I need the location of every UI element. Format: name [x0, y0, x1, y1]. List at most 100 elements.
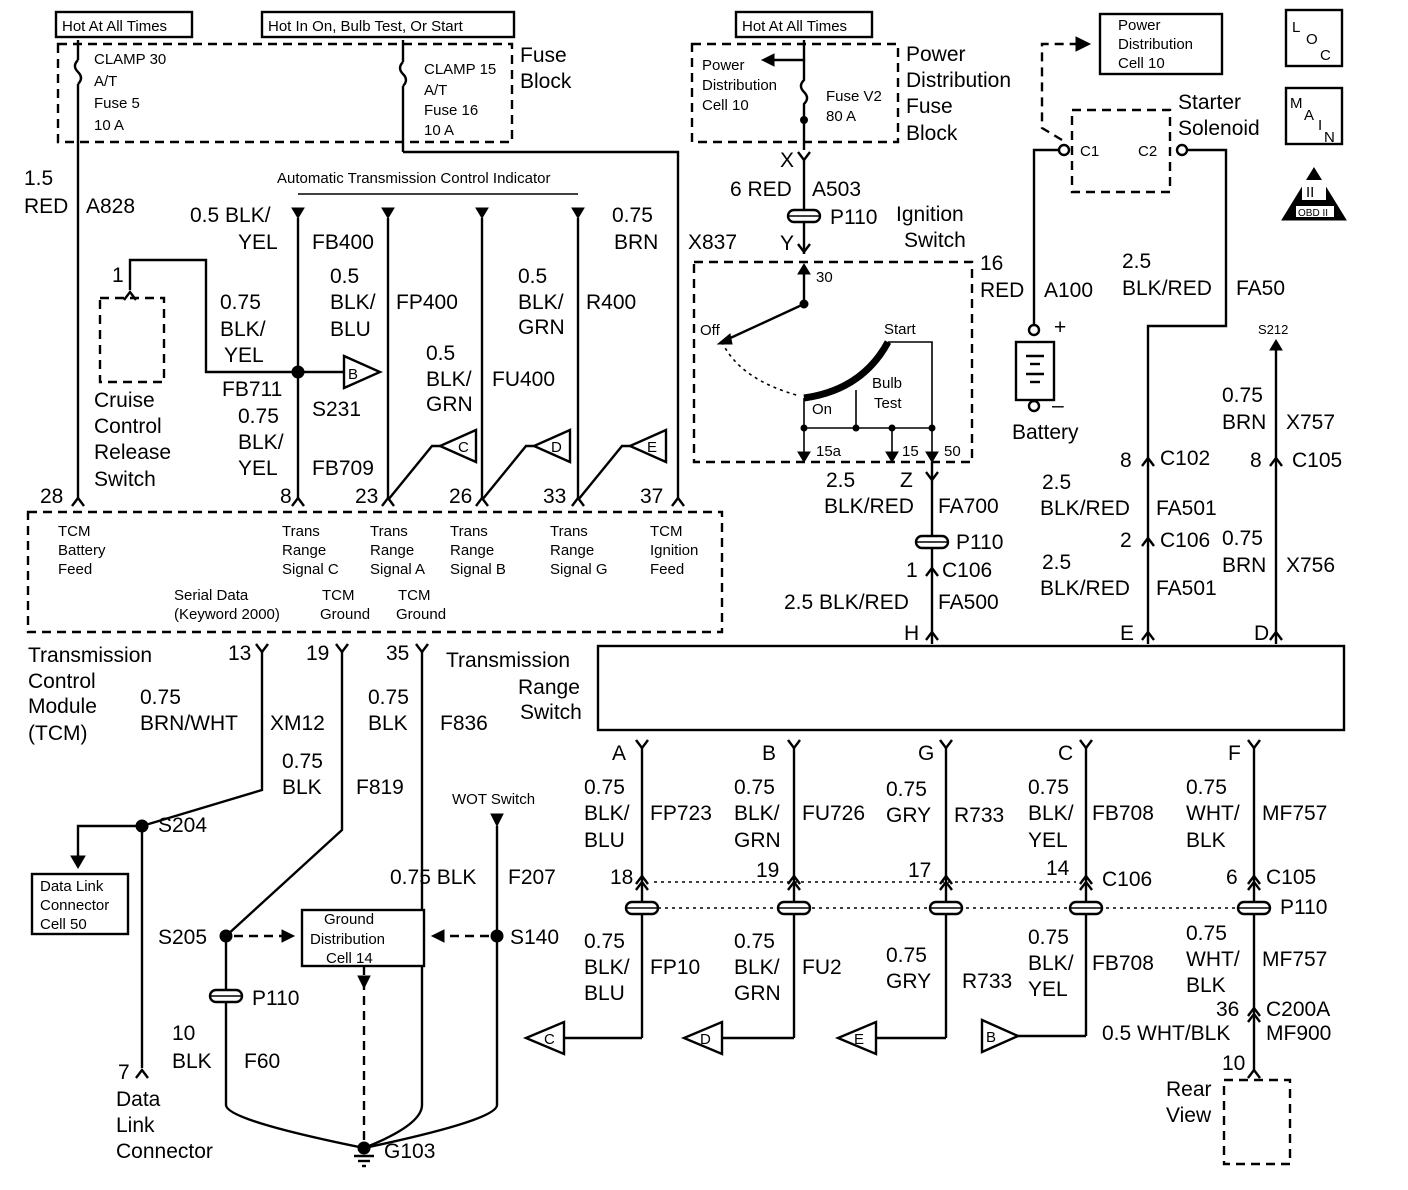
- wire-f819-label: 0.75 BLK F819: [282, 750, 404, 799]
- svg-text:8: 8: [1120, 449, 1132, 472]
- wire-f836-label: 0.75 BLK F836: [368, 686, 488, 735]
- svg-text:On: On: [812, 401, 832, 418]
- svg-text:S231: S231: [312, 398, 361, 421]
- svg-text:X837: X837: [688, 231, 737, 254]
- svg-text:1: 1: [906, 559, 918, 582]
- svg-text:Ignition: Ignition: [896, 203, 964, 226]
- svg-text:YEL: YEL: [238, 231, 278, 254]
- starter-link: [1040, 36, 1092, 142]
- svg-text:E: E: [647, 439, 657, 456]
- ground-distribution-cell14-box: Ground Distribution Cell 14: [300, 908, 426, 968]
- svg-text:Switch: Switch: [904, 229, 966, 252]
- svg-text:7: 7: [118, 1061, 130, 1084]
- svg-text:37: 37: [640, 485, 663, 508]
- svg-text:F60: F60: [244, 1050, 280, 1073]
- svg-text:P110: P110: [252, 987, 300, 1010]
- obd-ii-icon: II OBD II: [1281, 167, 1347, 221]
- svg-text:GRY: GRY: [886, 970, 931, 993]
- splice-s140: S140: [490, 926, 559, 949]
- svg-text:6 RED: 6 RED: [730, 178, 792, 201]
- offpage-connector-c-bottom: C: [522, 1020, 642, 1056]
- loc-badge: L O C: [1284, 8, 1344, 68]
- svg-text:C: C: [458, 439, 469, 456]
- svg-text:Test: Test: [874, 395, 902, 412]
- wire-f207-label: 0.75 BLK F207: [390, 866, 556, 889]
- svg-text:Trans: Trans: [282, 523, 320, 540]
- svg-text:0.75: 0.75: [220, 291, 261, 314]
- svg-text:Cruise: Cruise: [94, 389, 155, 412]
- svg-text:BLU: BLU: [584, 829, 625, 852]
- svg-text:Connector: Connector: [116, 1140, 213, 1163]
- svg-text:BLK/RED: BLK/RED: [1040, 577, 1130, 600]
- wire-fu2-label: 0.75 BLK/ GRN FU2: [734, 930, 842, 1005]
- svg-text:BLK/: BLK/: [220, 318, 266, 341]
- svg-text:F819: F819: [356, 776, 404, 799]
- svg-text:0.5: 0.5: [518, 265, 547, 288]
- svg-text:G103: G103: [384, 1140, 435, 1163]
- wire-f819: [225, 652, 344, 937]
- data-link-connector-cell50-box: Data Link Connector Cell 50: [30, 872, 130, 936]
- svg-text:Fuse: Fuse: [906, 95, 953, 118]
- svg-text:E: E: [854, 1031, 864, 1048]
- svg-text:Cell 10: Cell 10: [1118, 55, 1165, 72]
- svg-text:FB708: FB708: [1092, 952, 1154, 975]
- svg-text:50: 50: [944, 443, 961, 460]
- wire-fb711-label: 0.75 BLK/ YEL FB711: [220, 291, 282, 401]
- svg-text:X757: X757: [1286, 411, 1335, 434]
- svg-text:S205: S205: [158, 926, 207, 949]
- svg-text:BLK: BLK: [1186, 974, 1226, 997]
- svg-text:Signal A: Signal A: [370, 561, 425, 578]
- svg-text:0.5 WHT/BLK: 0.5 WHT/BLK: [1102, 1022, 1230, 1045]
- wire-brn-top-label: 0.75 BRN X837: [612, 204, 737, 254]
- svg-text:Ground: Ground: [320, 606, 370, 623]
- svg-text:Connector: Connector: [40, 897, 109, 914]
- svg-text:FB708: FB708: [1092, 802, 1154, 825]
- svg-text:16: 16: [980, 252, 1003, 275]
- svg-text:C: C: [544, 1031, 555, 1048]
- svg-text:MF900: MF900: [1266, 1022, 1331, 1045]
- svg-text:P110: P110: [956, 531, 1004, 554]
- indicator-title: Automatic Transmission Control Indicator: [277, 170, 550, 187]
- wire-mf757-bottom-label: 0.75 WHT/ BLK MF757: [1186, 922, 1327, 997]
- svg-text:FA500: FA500: [938, 591, 999, 614]
- svg-text:C105: C105: [1266, 866, 1316, 889]
- svg-text:Control: Control: [94, 415, 162, 438]
- svg-text:BRN: BRN: [1222, 411, 1266, 434]
- svg-text:TCM: TCM: [58, 523, 91, 540]
- svg-text:C: C: [1058, 742, 1073, 765]
- svg-text:23: 23: [355, 485, 378, 508]
- svg-text:28: 28: [40, 485, 63, 508]
- svg-text:C106: C106: [942, 559, 992, 582]
- svg-text:BLU: BLU: [584, 982, 625, 1005]
- connector-p110-row: P110: [624, 896, 1328, 919]
- svg-text:2.5: 2.5: [1122, 250, 1151, 273]
- connector-c200a: 36 C200A 0.5 WHT/BLK MF900 10: [1102, 998, 1331, 1079]
- svg-text:FB711: FB711: [222, 378, 282, 401]
- svg-text:A/T: A/T: [94, 73, 117, 90]
- svg-text:Release: Release: [94, 441, 171, 464]
- offpage-connector-e-top: E: [577, 428, 668, 501]
- svg-text:C1: C1: [1080, 143, 1099, 160]
- svg-text:BLK: BLK: [282, 776, 322, 799]
- svg-text:RED: RED: [24, 195, 68, 218]
- power-distribution-fuse-block: Power Distribution Fuse Block Power Dist…: [690, 40, 1011, 150]
- wire-f60-label: 10 BLK F60: [172, 1022, 280, 1073]
- svg-text:0.75: 0.75: [612, 204, 653, 227]
- svg-text:14: 14: [1046, 857, 1070, 880]
- svg-text:Fuse 16: Fuse 16: [424, 102, 478, 119]
- fuse-16: CLAMP 15 A/T Fuse 16 10 A: [398, 40, 496, 152]
- connector-c106-row: 18 19 17 14 C106: [610, 857, 1152, 891]
- svg-text:17: 17: [908, 859, 931, 882]
- svg-text:P110: P110: [1280, 896, 1328, 919]
- svg-text:2.5: 2.5: [1042, 471, 1071, 494]
- svg-text:0.75: 0.75: [1028, 926, 1069, 949]
- starter-solenoid: Starter Solenoid C1 C2: [1057, 91, 1260, 194]
- svg-text:MF757: MF757: [1262, 802, 1327, 825]
- wire-fu400-label: 0.5 BLK/ GRN FU400: [426, 342, 555, 416]
- connector-p110-left: P110: [208, 987, 300, 1010]
- svg-text:BLK/: BLK/: [584, 802, 630, 825]
- hot-at-all-times-label-left: Hot At All Times: [54, 10, 194, 39]
- battery: 16 RED A100 + – Battery: [980, 148, 1093, 444]
- svg-text:FA501: FA501: [1156, 577, 1217, 600]
